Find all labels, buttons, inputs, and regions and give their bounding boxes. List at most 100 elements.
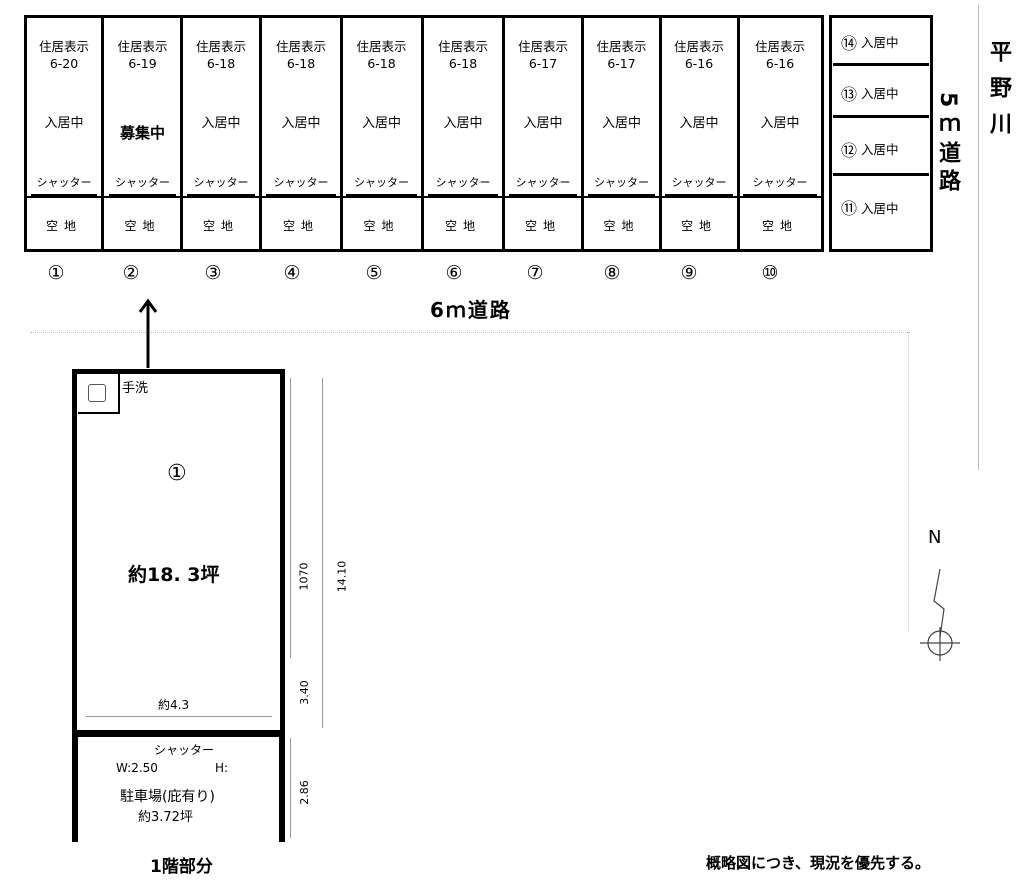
- unit-status: 入居中: [523, 116, 563, 131]
- dimension-1410-label: 14.10: [335, 560, 349, 593]
- floor-area: 約18. 3坪: [128, 564, 220, 586]
- unit-status: 募集中: [119, 124, 165, 142]
- unit-address-number: 6-17: [528, 56, 558, 71]
- unit-address-number: 6-16: [684, 56, 714, 71]
- unit-cell: 住居表示 6-19 募集中シャッター空地: [105, 18, 183, 249]
- unit-address-number: 6-18: [286, 56, 316, 71]
- road-6m-label: 6ｍ道路: [430, 298, 512, 322]
- unit-vacant-lot-label: 空地: [761, 219, 798, 233]
- arrow-icon: [138, 298, 158, 368]
- side-unit-frame: [829, 15, 933, 252]
- unit-shutter-label: シャッター: [671, 176, 727, 189]
- unit-address-number: 6-18: [448, 56, 478, 71]
- unit-address-number: 6-16: [765, 56, 795, 71]
- unit-address-number: 6-18: [367, 56, 396, 71]
- unit-address-number: 6-17: [607, 56, 636, 71]
- unit-address-label: 住居表示: [356, 39, 407, 54]
- washroom-box: [78, 374, 120, 414]
- unit-address-label: 住居表示: [38, 39, 89, 54]
- unit-vacant-lot-label: 空地: [202, 219, 239, 233]
- parking-left-wall: [72, 735, 78, 842]
- unit-vacant-lot-label: 空地: [680, 219, 717, 233]
- unit-number-label: ⑦: [526, 262, 544, 284]
- unit-number-label: ⑧: [603, 262, 621, 284]
- unit-status: 入居中: [679, 116, 719, 131]
- shutter-line: [665, 194, 733, 196]
- unit-number-label: ⑥: [445, 262, 463, 284]
- unit-shutter-label: シャッター: [515, 176, 571, 189]
- unit-row-frame: [24, 15, 824, 252]
- floor-label: 1階部分: [150, 857, 213, 877]
- unit-number-label: ⑤: [365, 262, 383, 284]
- unit-cell: 住居表示 6-18 入居中シャッター空地: [342, 18, 424, 249]
- footnote: 概略図につき、現況を優先する。: [706, 854, 930, 872]
- north-label: N: [928, 527, 942, 548]
- river-line: [978, 5, 979, 470]
- unit-address-label: 住居表示: [596, 39, 647, 54]
- width-dimension-label: 約4.3: [158, 698, 190, 712]
- unit-vacant-lot-label: 空地: [363, 219, 400, 233]
- unit-vacant-lot-label: 空地: [124, 219, 161, 233]
- shutter-line: [588, 194, 655, 196]
- parking-area: 約3.72坪: [138, 810, 193, 825]
- unit-number: ①: [167, 461, 187, 486]
- unit-address-label: 住居表示: [117, 39, 168, 54]
- side-unit-status: 入居中: [861, 200, 899, 216]
- compass-icon: [920, 568, 960, 661]
- dimension-340-label: 3.40: [297, 680, 311, 705]
- shutter-line: [346, 194, 417, 196]
- shutter-line: [31, 194, 97, 196]
- dimension-line-1410: [322, 378, 323, 728]
- unit-status: 入居中: [361, 116, 401, 131]
- unit-vacant-lot-label: 空地: [444, 219, 481, 233]
- unit-cell: 住居表示 6-16 入居中シャッター空地: [661, 18, 740, 249]
- unit-number-label: ⑨: [680, 262, 698, 284]
- dimension-line-286: [290, 738, 291, 838]
- unit-status: 入居中: [201, 116, 241, 131]
- shutter-line: [509, 194, 577, 196]
- unit-shutter-label: シャッター: [594, 176, 649, 189]
- shutter-line: [187, 194, 255, 196]
- side-unit-status: 入居中: [861, 86, 899, 101]
- floor-plan-frame: [72, 369, 285, 735]
- unit-number-label: ②: [122, 262, 140, 284]
- unit-shutter-label: シャッター: [752, 176, 808, 189]
- unit-status: 入居中: [44, 116, 84, 131]
- unit-number-label: ③: [204, 262, 222, 284]
- unit-address-label: 住居表示: [673, 39, 724, 54]
- washroom-label: 手洗: [122, 381, 149, 396]
- unit-address-label: 住居表示: [437, 39, 488, 54]
- parking-right-wall: [279, 735, 285, 842]
- unit-address-label: 住居表示: [275, 39, 326, 54]
- parking-label: 駐車場(庇有り): [120, 789, 215, 805]
- shutter-line: [266, 194, 336, 196]
- parking-top-line: [72, 735, 285, 737]
- unit-address-label: 住居表示: [517, 39, 568, 54]
- unit-status: 入居中: [760, 116, 800, 131]
- unit-shutter-label: シャッター: [115, 176, 170, 189]
- side-unit-status: 入居中: [861, 35, 899, 50]
- unit-number-label: ①: [47, 262, 65, 284]
- dimension-286-label: 2.86: [297, 780, 311, 805]
- shutter-line: [109, 194, 176, 196]
- unit-status: 入居中: [281, 116, 321, 131]
- lot-divider-line: [24, 196, 824, 198]
- unit-status: 入居中: [601, 116, 641, 131]
- unit-address-label: 住居表示: [754, 39, 805, 54]
- unit-status: 入居中: [443, 116, 483, 131]
- side-unit-number: ⑭: [841, 33, 858, 53]
- parking-shutter-label: シャッター: [154, 743, 215, 757]
- unit-shutter-label: シャッター: [193, 176, 249, 189]
- unit-shutter-label: シャッター: [36, 176, 92, 189]
- unit-address-number: 6-19: [128, 56, 157, 71]
- boundary-line-vertical: [908, 332, 909, 632]
- unit-shutter-label: シャッター: [354, 176, 409, 189]
- unit-cell: 住居表示 6-16 入居中シャッター空地: [739, 18, 821, 249]
